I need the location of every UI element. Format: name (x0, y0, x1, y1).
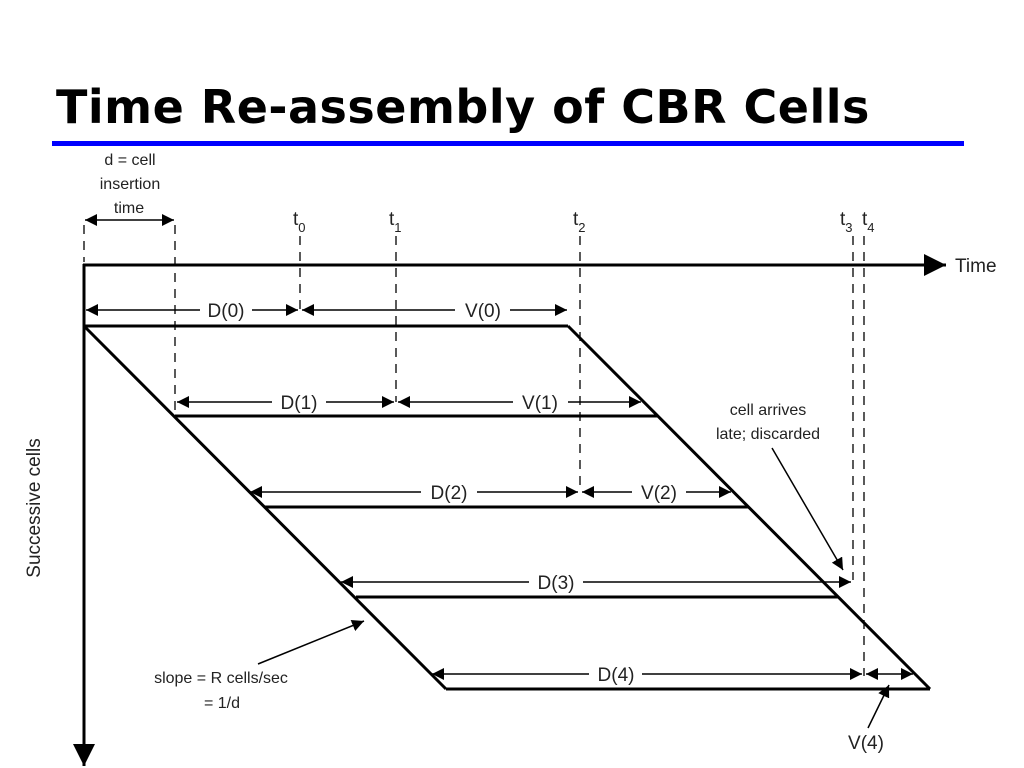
insertion-note-line-3: time (114, 200, 144, 217)
v2-label: V(2) (641, 483, 677, 504)
d4-label: D(4) (598, 665, 635, 686)
slide-title: Time Re-assembly of CBR Cells (56, 80, 870, 134)
time-marker-t3: t3 (840, 209, 853, 235)
title-underline (52, 141, 964, 146)
insertion-note-line-2: insertion (100, 176, 160, 193)
time-marker-t4: t4 (862, 209, 875, 235)
late-note-pointer (771, 447, 844, 571)
insertion-note-line-1: d = cell (104, 152, 155, 169)
d3-label: D(3) (538, 573, 575, 594)
slope-note-line-1: slope = R cells/sec (154, 670, 288, 687)
late-note-line-1: cell arrives (730, 402, 806, 419)
time-axis-label: Time (955, 256, 997, 277)
v1-label: V(1) (522, 393, 558, 414)
time-marker-t1: t1 (389, 209, 402, 235)
d1-label: D(1) (281, 393, 318, 414)
d2-label: D(2) (431, 483, 468, 504)
d0-label: D(0) (208, 301, 245, 322)
time-marker-t0: t0 (293, 209, 306, 235)
v0-label: V(0) (465, 301, 501, 322)
time-marker-t2: t2 (573, 209, 586, 235)
late-note-line-2: late; discarded (716, 426, 820, 443)
slope-note-line-2: = 1/d (204, 695, 240, 712)
cells-axis-label: Successive cells (24, 438, 45, 577)
slope-note-pointer (257, 619, 365, 665)
v4-label: V(4) (848, 733, 884, 754)
v4-pointer (867, 684, 890, 729)
